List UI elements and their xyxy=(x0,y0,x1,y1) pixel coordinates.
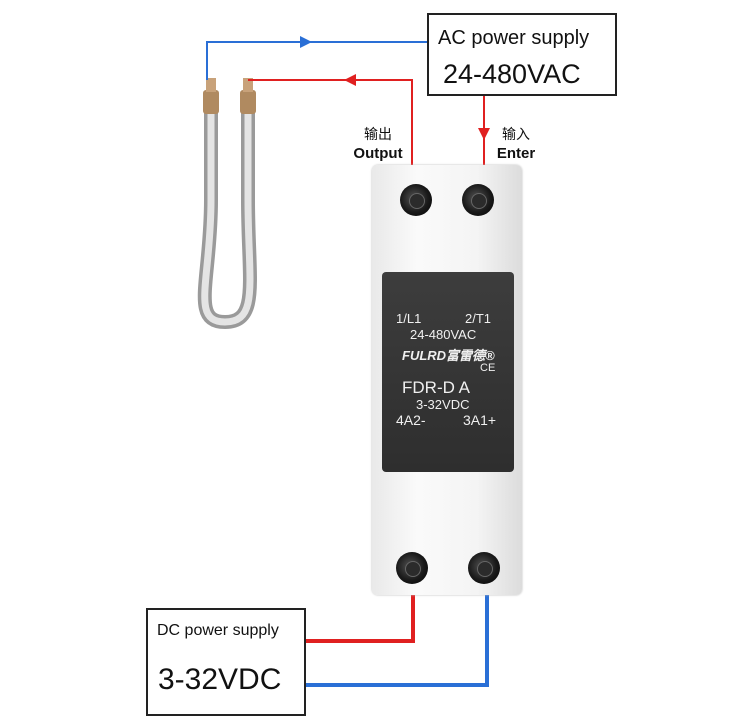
enter-label-cn: 输入 xyxy=(502,126,530,142)
screw-terminal-output xyxy=(400,184,432,216)
output-label-cn: 输出 xyxy=(364,126,392,142)
heater-element xyxy=(197,78,257,330)
wire-red-output xyxy=(248,79,413,195)
ce-mark-icon: CE xyxy=(480,362,496,374)
wire-blue-dc xyxy=(306,568,489,687)
relay-label-a1: 3A1+ xyxy=(463,412,497,428)
screw-terminal-dc-negative xyxy=(396,552,428,584)
enter-label-en: Enter xyxy=(496,145,536,162)
arrow-down-icon xyxy=(478,128,490,140)
relay-label-l1: 1/L1 xyxy=(396,311,422,326)
output-label: 输出 Output xyxy=(343,124,413,164)
relay-label-t1: 2/T1 xyxy=(465,311,492,326)
screw-terminal-input xyxy=(462,184,494,216)
relay-label-a2: 4A2- xyxy=(396,412,426,428)
relay-brand-logo: FULRD富雷德® xyxy=(402,348,495,363)
ac-supply-title: AC power supply xyxy=(438,27,590,49)
dc-supply-range: 3-32VDC xyxy=(158,663,282,696)
output-label-en: Output xyxy=(353,145,403,162)
arrow-right-icon xyxy=(300,36,312,48)
ac-power-supply-box: AC power supply 24-480VAC xyxy=(427,13,617,96)
dc-supply-title: DC power supply xyxy=(157,622,279,639)
arrow-left-icon xyxy=(344,74,356,86)
screw-terminal-dc-positive xyxy=(468,552,500,584)
dc-power-supply-box: DC power supply 3-32VDC xyxy=(146,608,306,716)
relay-face-panel xyxy=(382,272,514,472)
enter-label: 输入 Enter xyxy=(486,124,546,164)
ac-supply-range: 24-480VAC xyxy=(443,59,581,89)
wire-blue-heater xyxy=(206,41,427,80)
relay-model: FDR-D A xyxy=(402,378,470,397)
relay-ac-range: 24-480VAC xyxy=(410,327,477,342)
relay-dc-range: 3-32VDC xyxy=(416,397,470,412)
